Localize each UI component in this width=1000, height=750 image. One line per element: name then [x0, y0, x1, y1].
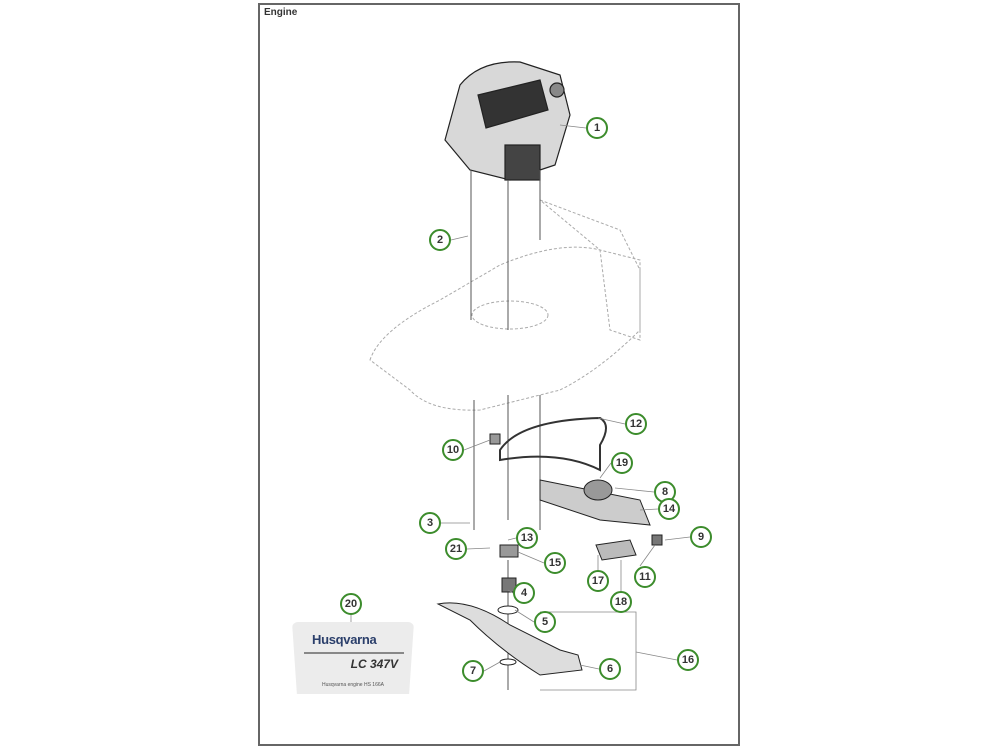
leader-lines [350, 124, 691, 691]
divider [304, 652, 404, 654]
callout-10[interactable]: 10 [442, 439, 464, 461]
callout-11[interactable]: 11 [634, 566, 656, 588]
callout-2[interactable]: 2 [429, 229, 451, 251]
callout-16[interactable]: 16 [677, 649, 699, 671]
gearbox [489, 433, 663, 593]
brand-logo: Husqvarna [312, 632, 377, 647]
callout-5[interactable]: 5 [534, 611, 556, 633]
engine-text: Husqvarna engine HS 166A [322, 682, 384, 688]
belt [499, 416, 607, 472]
mower-deck-outline [369, 199, 641, 411]
model-decal: Husqvarna LC 347V Husqvarna engine HS 16… [292, 622, 414, 694]
callout-12[interactable]: 12 [625, 413, 647, 435]
callout-1[interactable]: 1 [586, 117, 608, 139]
page-title: Engine [264, 7, 298, 18]
callout-14[interactable]: 14 [658, 498, 680, 520]
callout-21[interactable]: 21 [445, 538, 467, 560]
callout-3[interactable]: 3 [419, 512, 441, 534]
bolts-and-shafts [470, 170, 541, 690]
model-name: LC 347V [350, 657, 398, 671]
callout-13[interactable]: 13 [516, 527, 538, 549]
callout-15[interactable]: 15 [544, 552, 566, 574]
callout-7[interactable]: 7 [462, 660, 484, 682]
callout-9[interactable]: 9 [690, 526, 712, 548]
callout-20[interactable]: 20 [340, 593, 362, 615]
callout-4[interactable]: 4 [513, 582, 535, 604]
callout-19[interactable]: 19 [611, 452, 633, 474]
callout-18[interactable]: 18 [610, 591, 632, 613]
callout-17[interactable]: 17 [587, 570, 609, 592]
engine [444, 61, 571, 181]
callout-8[interactable]: 8 [654, 481, 676, 503]
blade [436, 602, 583, 676]
diagram-frame [258, 3, 740, 746]
callout-6[interactable]: 6 [599, 658, 621, 680]
